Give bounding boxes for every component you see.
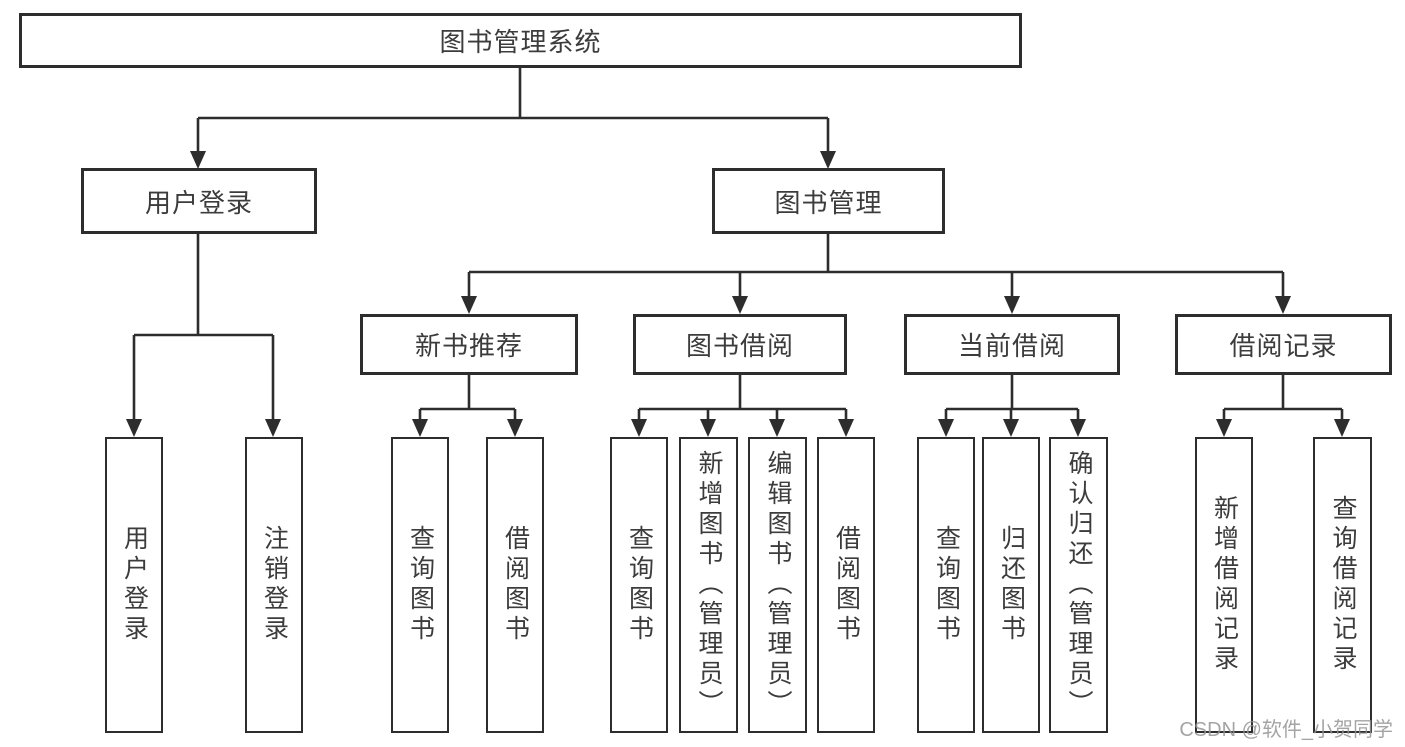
arrowheads (126, 151, 1350, 437)
leaf-query-books-current-label: 查询图书 (932, 525, 961, 645)
leaf-query-books-recommend-label: 查询图书 (406, 525, 435, 645)
node-borrow-records-label: 借阅记录 (1229, 331, 1338, 361)
node-new-book-recommend: 新书推荐 (360, 314, 578, 375)
leaf-query-books-borrow: 查询图书 (610, 437, 668, 733)
leaf-add-book-admin-label: 新增图书（管理员） (695, 450, 723, 720)
leaf-add-borrow-record-label: 新增借阅记录 (1210, 495, 1239, 675)
node-current-borrow: 当前借阅 (904, 314, 1120, 375)
leaf-confirm-return-admin: 确认归还（管理员） (1049, 437, 1108, 733)
node-book-borrow: 图书借阅 (633, 314, 847, 375)
node-book-management-label: 图书管理 (774, 187, 883, 218)
leaf-borrow-books-recommend-label: 借阅图书 (501, 525, 530, 645)
node-book-borrow-label: 图书借阅 (685, 331, 794, 361)
node-borrow-records: 借阅记录 (1175, 314, 1392, 375)
leaf-add-borrow-record: 新增借阅记录 (1195, 437, 1253, 733)
leaf-confirm-return-admin-label: 确认归还（管理员） (1065, 450, 1093, 720)
leaf-user-login: 用户登录 (105, 437, 163, 733)
node-current-borrow-label: 当前借阅 (957, 331, 1066, 361)
leaf-borrow-books-recommend: 借阅图书 (486, 437, 544, 733)
leaf-user-login-label: 用户登录 (120, 525, 149, 645)
watermark: CSDN @软件_小贺同学 (1179, 719, 1393, 741)
leaf-borrow-books-2-label: 借阅图书 (832, 525, 861, 645)
leaf-query-borrow-record: 查询借阅记录 (1313, 437, 1372, 733)
leaf-logout: 注销登录 (245, 437, 303, 733)
leaf-query-borrow-record-label: 查询借阅记录 (1329, 495, 1357, 675)
leaf-query-books-borrow-label: 查询图书 (625, 525, 654, 645)
leaf-borrow-books-2: 借阅图书 (817, 437, 875, 733)
leaf-logout-label: 注销登录 (260, 525, 289, 645)
node-library-system-label: 图书管理系统 (439, 27, 602, 57)
leaf-return-book: 归还图书 (982, 437, 1040, 733)
node-library-system: 图书管理系统 (19, 13, 1022, 68)
leaf-edit-book-admin-label: 编辑图书（管理员） (764, 450, 792, 720)
node-user-login-label: 用户登录 (144, 187, 253, 218)
leaf-return-book-label: 归还图书 (997, 525, 1026, 645)
leaf-add-book-admin: 新增图书（管理员） (679, 437, 738, 733)
node-new-book-recommend-label: 新书推荐 (414, 331, 523, 361)
leaf-query-books-current: 查询图书 (917, 437, 975, 733)
node-book-management: 图书管理 (712, 168, 945, 234)
leaf-edit-book-admin: 编辑图书（管理员） (748, 437, 807, 733)
leaf-query-books-recommend: 查询图书 (391, 437, 449, 733)
node-user-login: 用户登录 (81, 168, 317, 234)
